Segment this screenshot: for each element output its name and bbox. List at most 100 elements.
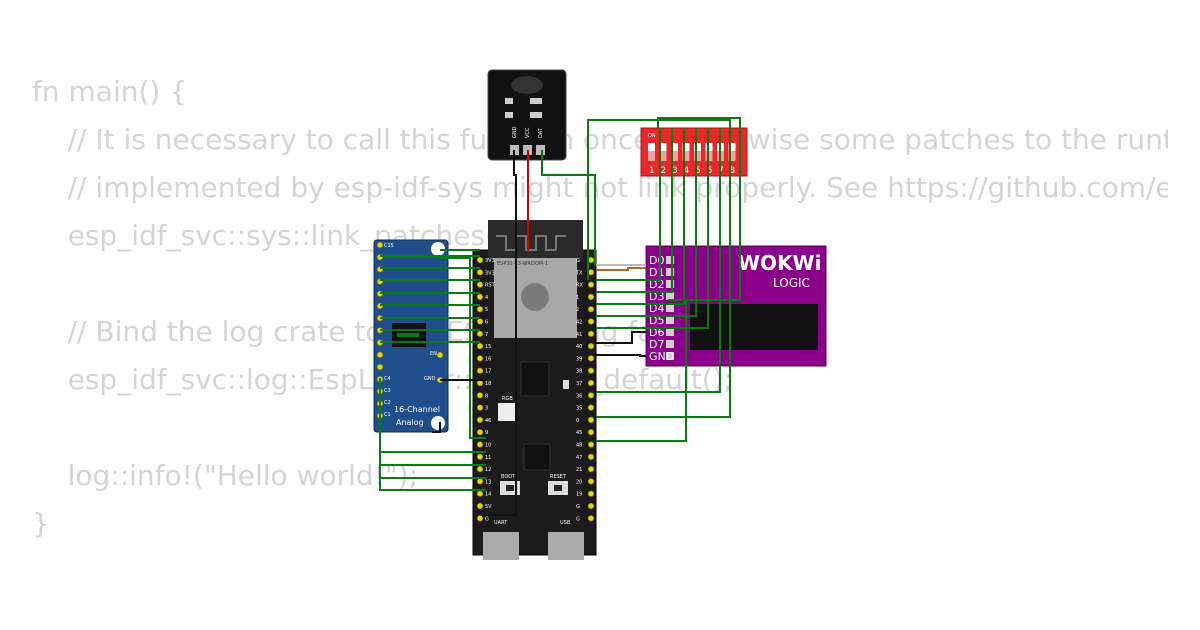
dip-switch-number: 1 xyxy=(649,166,655,176)
esp32-pin-label: 35 xyxy=(576,406,582,412)
mux-pin-label: C4 xyxy=(384,376,391,382)
mux-pin[interactable] xyxy=(436,351,444,359)
esp32-pin[interactable] xyxy=(587,330,595,337)
ir-receiver[interactable]: GND VCC DAT xyxy=(487,69,567,161)
esp32-pin[interactable] xyxy=(476,330,484,337)
usb-port[interactable] xyxy=(548,532,584,560)
esp32-pin[interactable] xyxy=(587,379,595,387)
esp32-pin[interactable] xyxy=(587,466,595,473)
esp32-pin[interactable] xyxy=(587,429,595,436)
esp32-pin[interactable] xyxy=(476,466,484,473)
mux-pin-label: C1 xyxy=(384,412,391,418)
dip-switch-number: 6 xyxy=(707,166,713,176)
mux-board[interactable]: 16-Channel Analog C15 C4 C3 C2 C1 EN GND xyxy=(373,239,449,433)
esp32-pin[interactable] xyxy=(587,478,595,485)
esp32-pin[interactable] xyxy=(476,281,484,288)
logic-display xyxy=(690,304,818,350)
esp32-pin-label: 8 xyxy=(485,393,488,399)
rgb-led xyxy=(498,403,516,421)
ir-pin-label: GND xyxy=(512,126,518,138)
esp32-pin[interactable] xyxy=(587,502,595,510)
esp32-pin-label: 4 xyxy=(485,295,488,301)
logic-pin[interactable] xyxy=(666,268,674,276)
esp32-pin-label: 36 xyxy=(576,393,582,399)
dip-switch-number: 4 xyxy=(684,166,690,176)
esp32-pin-label: G xyxy=(576,516,580,522)
esp32-pin[interactable] xyxy=(587,490,595,497)
mux-pin[interactable] xyxy=(376,241,384,249)
esp32-pin[interactable] xyxy=(476,478,484,485)
esp32-pin[interactable] xyxy=(476,256,484,264)
logic-pin[interactable] xyxy=(666,316,674,324)
esp32-pin[interactable] xyxy=(587,392,595,399)
esp32-pin[interactable] xyxy=(587,416,595,424)
logic-pin[interactable] xyxy=(666,280,674,288)
esp32-board[interactable]: ESP32-S3-WROOM-1 RGB BOOT RESET UART USB… xyxy=(472,220,597,560)
mux-pin[interactable] xyxy=(376,363,384,371)
esp32-pin[interactable] xyxy=(476,515,484,522)
esp32-pin-label: 3 xyxy=(485,406,488,412)
esp32-pin[interactable] xyxy=(587,293,595,301)
logic-pin[interactable] xyxy=(666,292,674,300)
mux-label-line2: Analog xyxy=(396,418,424,427)
logic-pin[interactable] xyxy=(666,352,674,360)
esp32-pin[interactable] xyxy=(587,404,595,411)
esp32-pin[interactable] xyxy=(476,355,484,362)
esp32-pin[interactable] xyxy=(587,306,595,313)
esp32-pin[interactable] xyxy=(476,269,484,276)
dip-switch-toggle[interactable] xyxy=(694,143,701,161)
esp32-pin[interactable] xyxy=(476,318,484,325)
logic-pin[interactable] xyxy=(666,340,674,348)
esp32-pin[interactable] xyxy=(476,343,484,350)
esp32-pin[interactable] xyxy=(476,429,484,436)
logic-pin[interactable] xyxy=(666,328,674,336)
logic-pin[interactable] xyxy=(666,304,674,312)
esp32-pin-label: 3V3 xyxy=(485,258,495,264)
dip-switch-toggle[interactable] xyxy=(682,143,690,161)
dip-switch-toggle[interactable] xyxy=(728,143,736,161)
esp32-pin[interactable] xyxy=(476,293,484,301)
esp32-pin-label: 14 xyxy=(485,492,491,498)
ir-sensor xyxy=(511,76,543,94)
rgb-label: RGB xyxy=(502,396,513,402)
esp32-pin[interactable] xyxy=(476,453,484,460)
esp32-pin[interactable] xyxy=(476,367,484,374)
esp32-pin[interactable] xyxy=(476,502,484,510)
esp32-pin-label: 38 xyxy=(576,369,582,375)
logic-pin[interactable] xyxy=(666,256,674,264)
esp32-pin[interactable] xyxy=(587,367,595,374)
esp32-pin[interactable] xyxy=(476,416,484,424)
esp32-pin[interactable] xyxy=(476,490,484,497)
esp32-pin[interactable] xyxy=(587,355,595,362)
uart-port[interactable] xyxy=(483,532,519,560)
esp32-pin-label: 20 xyxy=(576,479,582,485)
esp32-pin-label: G xyxy=(485,516,489,522)
esp32-pin-label: 17 xyxy=(485,369,491,375)
esp32-pin[interactable] xyxy=(587,256,595,264)
esp32-pin[interactable] xyxy=(587,515,595,522)
esp32-pin[interactable] xyxy=(587,441,595,448)
dip-switch-toggle[interactable] xyxy=(648,143,655,161)
mux-pin[interactable] xyxy=(376,351,384,358)
esp32-pin-label: 11 xyxy=(485,455,491,461)
esp32-pin[interactable] xyxy=(587,453,595,460)
esp32-pin[interactable] xyxy=(587,281,595,288)
dip-switch-toggle[interactable] xyxy=(659,143,667,161)
esp32-pin[interactable] xyxy=(476,392,484,399)
dip-switch-toggle[interactable] xyxy=(671,143,678,161)
esp32-pin[interactable] xyxy=(476,306,484,313)
logic-subtitle: LOGIC xyxy=(773,276,810,290)
code-line: // implemented by esp-idf-sys might not … xyxy=(67,171,1168,204)
esp32-pin[interactable] xyxy=(587,269,595,276)
logic-channel-label: D7 xyxy=(649,338,664,351)
esp32-pin[interactable] xyxy=(587,343,595,350)
esp32-pin[interactable] xyxy=(587,318,595,325)
esp32-pin-label: 0 xyxy=(576,418,579,424)
mux-pin-label: C15 xyxy=(384,243,394,249)
esp32-pin[interactable] xyxy=(476,379,484,387)
esp32-pin[interactable] xyxy=(476,404,484,411)
esp32-pin[interactable] xyxy=(476,441,484,448)
mux-pin-label: C3 xyxy=(384,388,391,394)
